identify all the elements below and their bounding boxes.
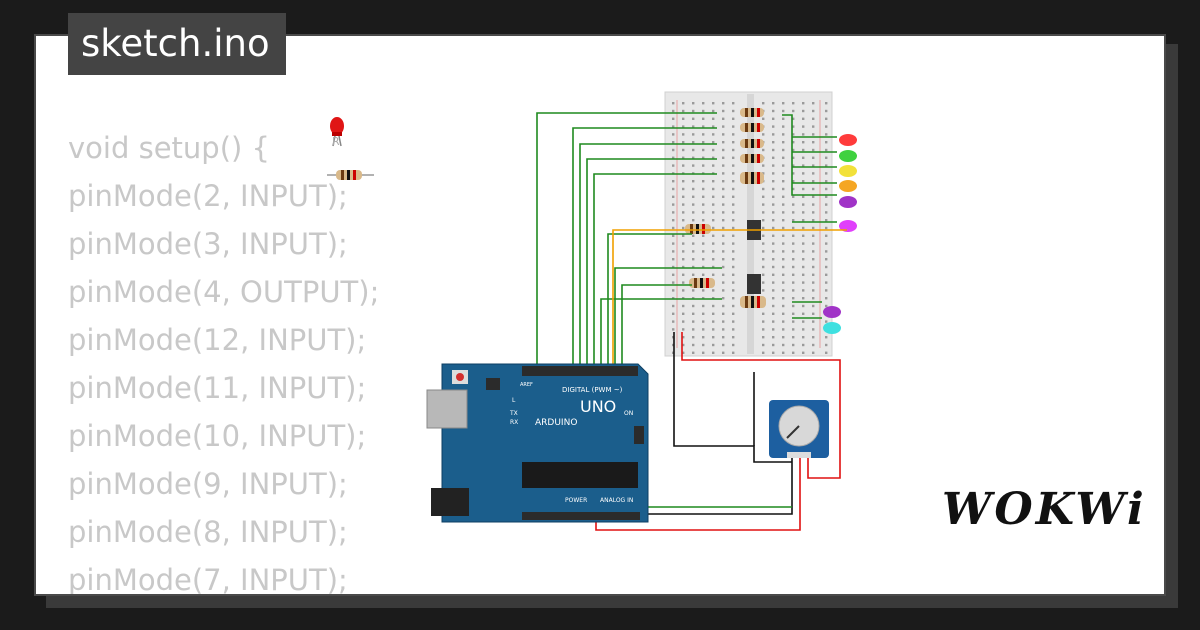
code-line: void setup() { bbox=[68, 131, 270, 165]
arduino-uno-board: DIGITAL (PWM ~) UNO ARDUINO POWER ANALOG… bbox=[426, 363, 649, 523]
potentiometer bbox=[769, 400, 829, 458]
arduino-on-label: ON bbox=[624, 410, 633, 417]
floating-led-label: R bbox=[332, 135, 340, 148]
code-line: pinMode(7, INPUT); bbox=[68, 563, 348, 596]
code-line: pinMode(9, INPUT); bbox=[68, 467, 348, 501]
arduino-power-label: POWER bbox=[565, 497, 587, 504]
preview-card: void setup() { pinMode(2, INPUT); pinMod… bbox=[34, 34, 1166, 596]
wires bbox=[536, 112, 847, 531]
code-line: pinMode(10, INPUT); bbox=[68, 419, 367, 453]
code-preview: void setup() { pinMode(2, INPUT); pinMod… bbox=[68, 124, 380, 596]
card-shadow-bottom bbox=[46, 596, 1178, 608]
code-line: pinMode(4, OUTPUT); bbox=[68, 275, 380, 309]
arduino-digital-label: DIGITAL (PWM ~) bbox=[562, 386, 623, 394]
card-shadow-right bbox=[1166, 44, 1178, 606]
code-line: pinMode(2, INPUT); bbox=[68, 179, 348, 213]
arduino-rx-label: RX bbox=[510, 419, 518, 426]
floating-resistor bbox=[327, 170, 374, 180]
led-column bbox=[823, 134, 857, 334]
arduino-uno-label: UNO bbox=[580, 397, 616, 416]
arduino-analog-label: ANALOG IN bbox=[600, 497, 633, 504]
wokwi-logo: WOKWi bbox=[942, 484, 1147, 535]
circuit-diagram: R bbox=[327, 91, 857, 531]
code-line: pinMode(12, INPUT); bbox=[68, 323, 367, 357]
arduino-tx-label: TX bbox=[509, 410, 518, 417]
arduino-l-label: L bbox=[512, 397, 516, 404]
sketch-filename-tab: sketch.ino bbox=[68, 13, 286, 75]
code-line: pinMode(3, INPUT); bbox=[68, 227, 348, 261]
code-line: pinMode(8, INPUT); bbox=[68, 515, 348, 549]
floating-led-red: R bbox=[330, 117, 344, 148]
arduino-aref-label: AREF bbox=[520, 382, 533, 388]
code-line: pinMode(11, INPUT); bbox=[68, 371, 367, 405]
arduino-brand-label: ARDUINO bbox=[535, 418, 577, 428]
